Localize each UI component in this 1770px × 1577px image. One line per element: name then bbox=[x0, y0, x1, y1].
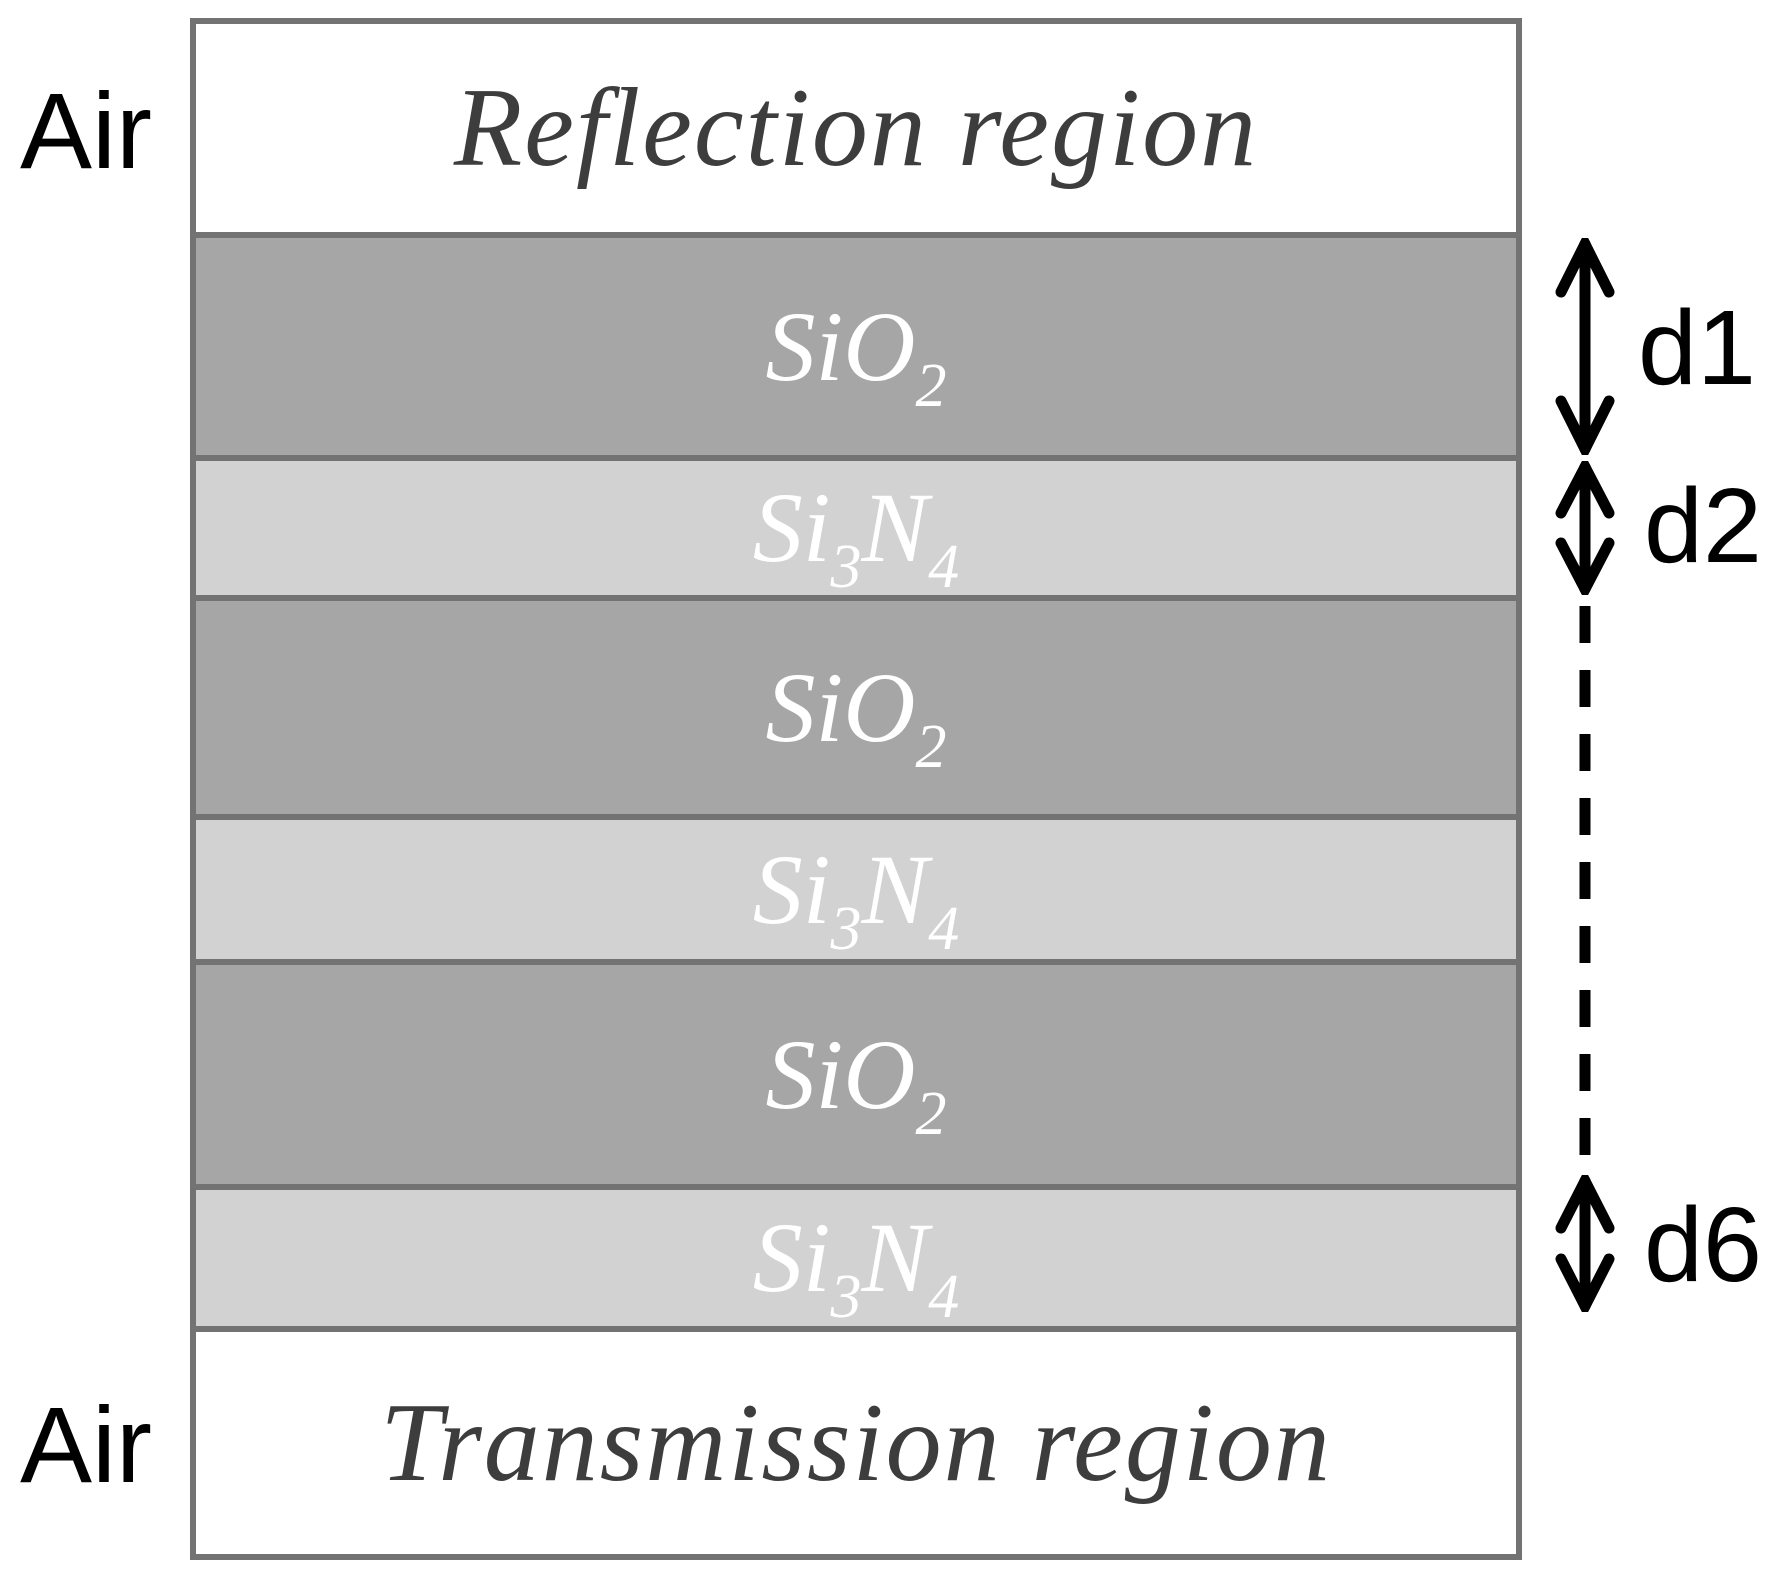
layer-sio2-1: SiO2 bbox=[196, 238, 1516, 461]
d1-label: d1 bbox=[1638, 289, 1756, 407]
sio2-3-label: SiO2 bbox=[765, 651, 947, 781]
si3n4-6-label: Si3N4 bbox=[752, 1202, 960, 1332]
layer-reflection-region: Reflection region bbox=[196, 24, 1516, 238]
transmission-region-label: Transmission region bbox=[380, 1380, 1332, 1505]
sio2-1-label: SiO2 bbox=[765, 290, 947, 420]
layer-transmission-region: Transmission region bbox=[196, 1332, 1516, 1554]
reflection-region-label: Reflection region bbox=[453, 65, 1259, 190]
d1-dimension-arrow-icon bbox=[1555, 238, 1615, 455]
sio2-5-label: SiO2 bbox=[765, 1018, 947, 1148]
layer-si3n4-6: Si3N4 bbox=[196, 1190, 1516, 1332]
layer-stack: Reflection region SiO2 Si3N4 SiO2 Si3N4 … bbox=[190, 18, 1522, 1560]
air-label-top: Air bbox=[20, 69, 152, 191]
d6-dimension-arrow-icon bbox=[1555, 1175, 1615, 1312]
d6-label: d6 bbox=[1644, 1186, 1762, 1304]
si3n4-4-label: Si3N4 bbox=[752, 833, 960, 963]
layer-si3n4-2: Si3N4 bbox=[196, 461, 1516, 601]
layer-sio2-3: SiO2 bbox=[196, 601, 1516, 820]
d2-dimension-arrow-icon bbox=[1555, 461, 1615, 595]
d2-label: d2 bbox=[1644, 467, 1762, 585]
continuation-dashed-line-icon bbox=[1579, 606, 1591, 1166]
layer-si3n4-4: Si3N4 bbox=[196, 820, 1516, 965]
air-label-bottom: Air bbox=[20, 1383, 152, 1505]
si3n4-2-label: Si3N4 bbox=[752, 472, 960, 602]
layer-sio2-5: SiO2 bbox=[196, 965, 1516, 1190]
